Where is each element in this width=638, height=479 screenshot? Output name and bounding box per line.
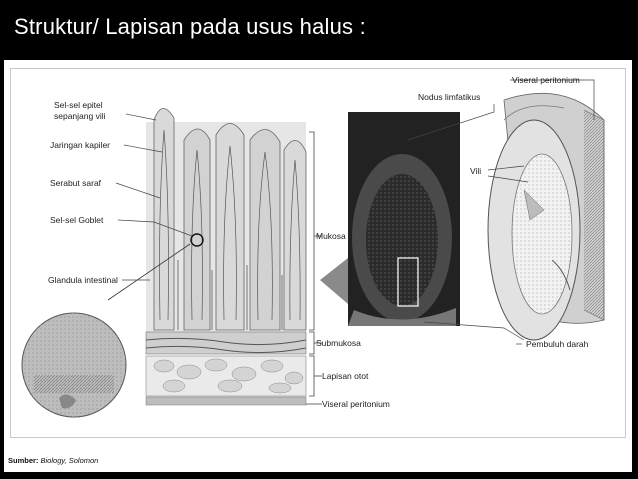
muscle-layer (145, 355, 307, 397)
villi-cross-section (146, 108, 307, 332)
intestine-3d-section (487, 92, 605, 341)
layer-brackets (306, 131, 322, 405)
label-nodus-limfatikus: Nodus limfatikus (418, 92, 480, 102)
label-submukosa: Submukosa (316, 338, 361, 348)
label-mukosa: Mukosa (316, 231, 346, 241)
label-pembuluh-darah: Pembuluh darah (526, 339, 589, 349)
label-glandula-intestinal: Glandula intestinal (48, 275, 118, 285)
label-vili: Vili (470, 166, 481, 176)
intestine-photo (348, 112, 460, 326)
label-viseral-peritonium-top: Viseral peritonium (512, 75, 580, 85)
label-sel-goblet: Sel-sel Goblet (50, 215, 104, 225)
slide-title: Struktur/ Lapisan pada usus halus : (14, 14, 366, 39)
label-sel-epitel: Sel-sel epitel (54, 100, 103, 110)
figure-panel: Sel-sel epitel sepanjang vili Jaringan k… (4, 60, 632, 472)
label-viseral-peritonium-bottom: Viseral peritonium (322, 399, 390, 409)
intestine-diagram: Sel-sel epitel sepanjang vili Jaringan k… (21, 75, 605, 418)
left-leader-lines (115, 113, 193, 281)
label-sepanjang-vili: sepanjang vili (54, 111, 106, 121)
goblet-magnified-photo (21, 243, 191, 418)
source-label: Sumber: (8, 456, 39, 465)
title-bar: Struktur/ Lapisan pada usus halus : (0, 0, 638, 58)
serosa-layer (145, 396, 307, 406)
source-credit: Sumber: Biology, Solomon (8, 456, 98, 465)
label-jaringan-kapiler: Jaringan kapiler (50, 140, 110, 150)
label-serabut-saraf: Serabut saraf (50, 178, 102, 188)
submucosa-layer (145, 331, 307, 355)
right-leader-lines (407, 79, 595, 345)
label-lapisan-otot: Lapisan otot (322, 371, 369, 381)
source-text: Biology, Solomon (40, 456, 99, 465)
